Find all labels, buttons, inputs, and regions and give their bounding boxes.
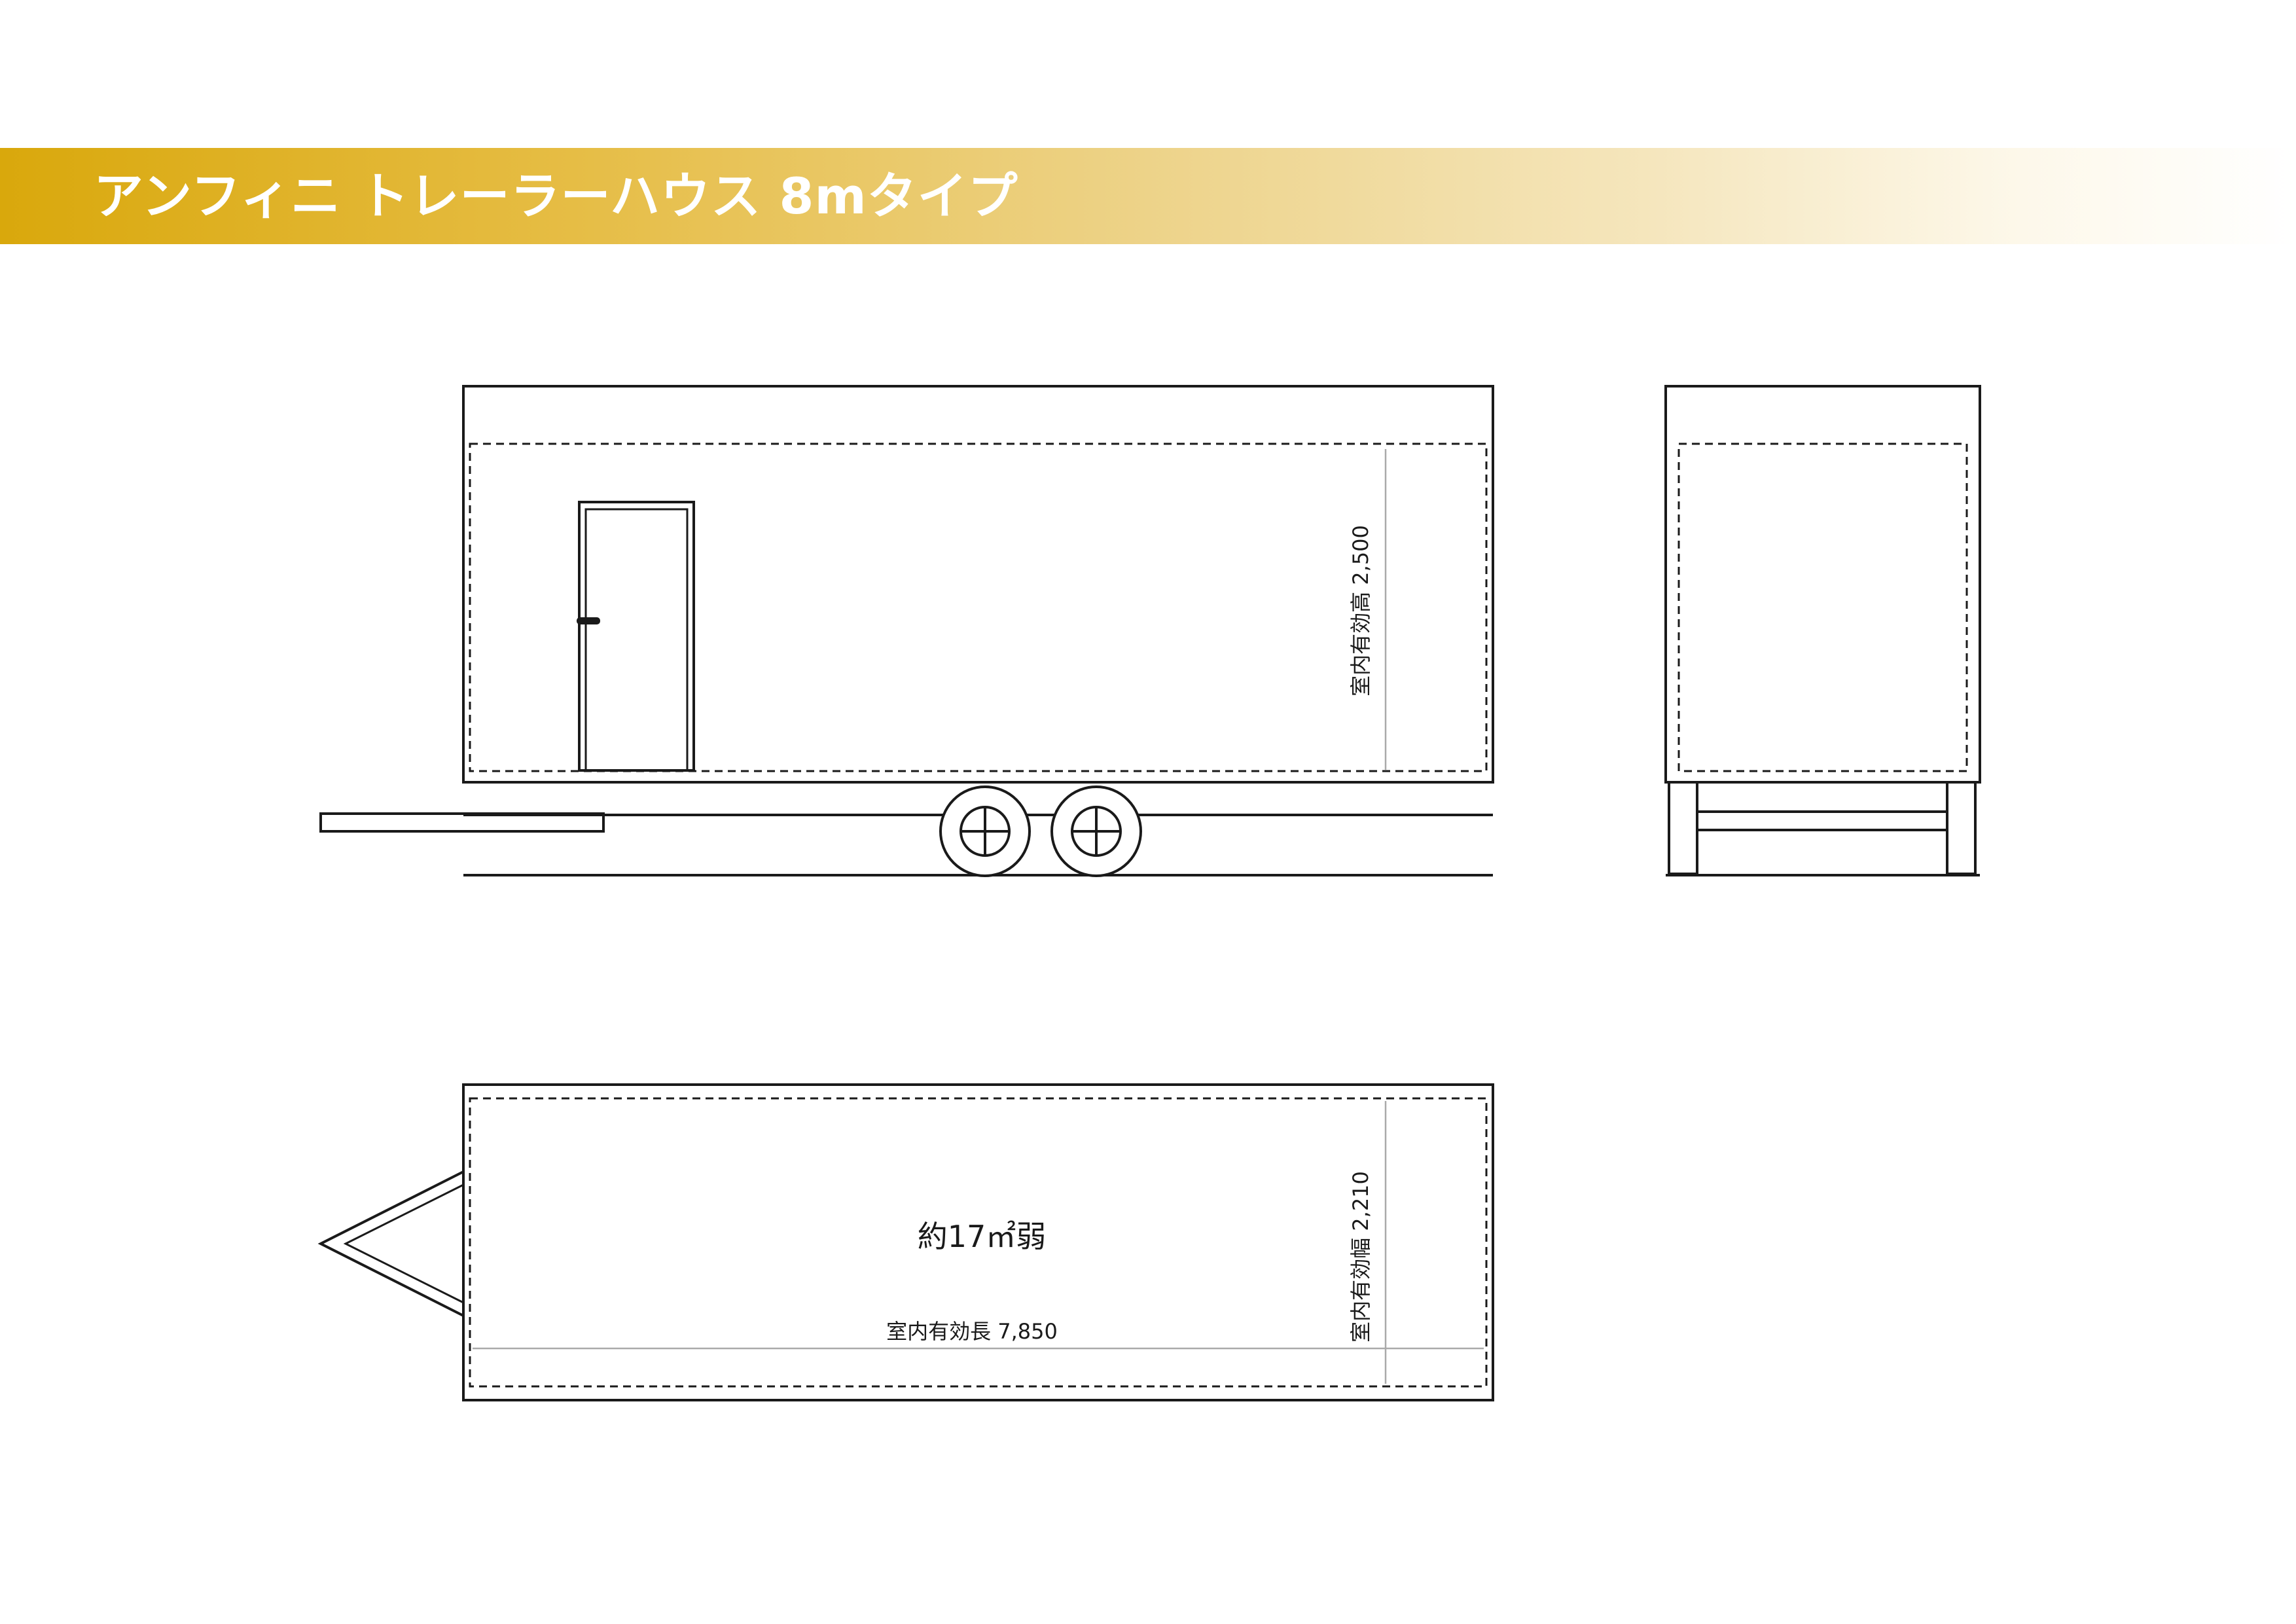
plan-hitch-outer <box>317 1170 464 1317</box>
plan-interior-dashed <box>469 1097 1488 1388</box>
end-elevation <box>1664 385 1981 876</box>
interior-width-label: 室内有効幅 2,210 <box>1348 1171 1373 1343</box>
floor-area-label: 約17㎡弱 <box>918 1219 1047 1254</box>
title-bar <box>0 148 2296 244</box>
end-left-leg <box>1668 781 1698 875</box>
plan-view <box>317 1083 1494 1401</box>
end-right-leg <box>1946 781 1977 875</box>
side-interior-dashed <box>469 442 1488 772</box>
door <box>577 501 695 772</box>
interior-height-label: 室内有効高 2,500 <box>1348 525 1373 696</box>
end-body-outline <box>1664 385 1981 784</box>
interior-length-label: 室内有効長 7,850 <box>886 1319 1058 1344</box>
plan-hitch-inner <box>343 1183 464 1304</box>
side-body-outline <box>462 385 1494 784</box>
plan-body-outline <box>462 1083 1494 1401</box>
end-interior-dashed <box>1677 442 1968 772</box>
wheel-front-icon <box>939 785 1031 877</box>
side-drawbar <box>319 812 605 833</box>
side-elevation <box>319 385 1494 877</box>
page-title: アンフィニ トレーラーハウス 8mタイプ <box>94 167 1018 225</box>
wheel-rear-icon <box>1050 785 1142 877</box>
end-undercarriage <box>1696 810 1948 831</box>
door-handle-icon <box>577 617 600 624</box>
